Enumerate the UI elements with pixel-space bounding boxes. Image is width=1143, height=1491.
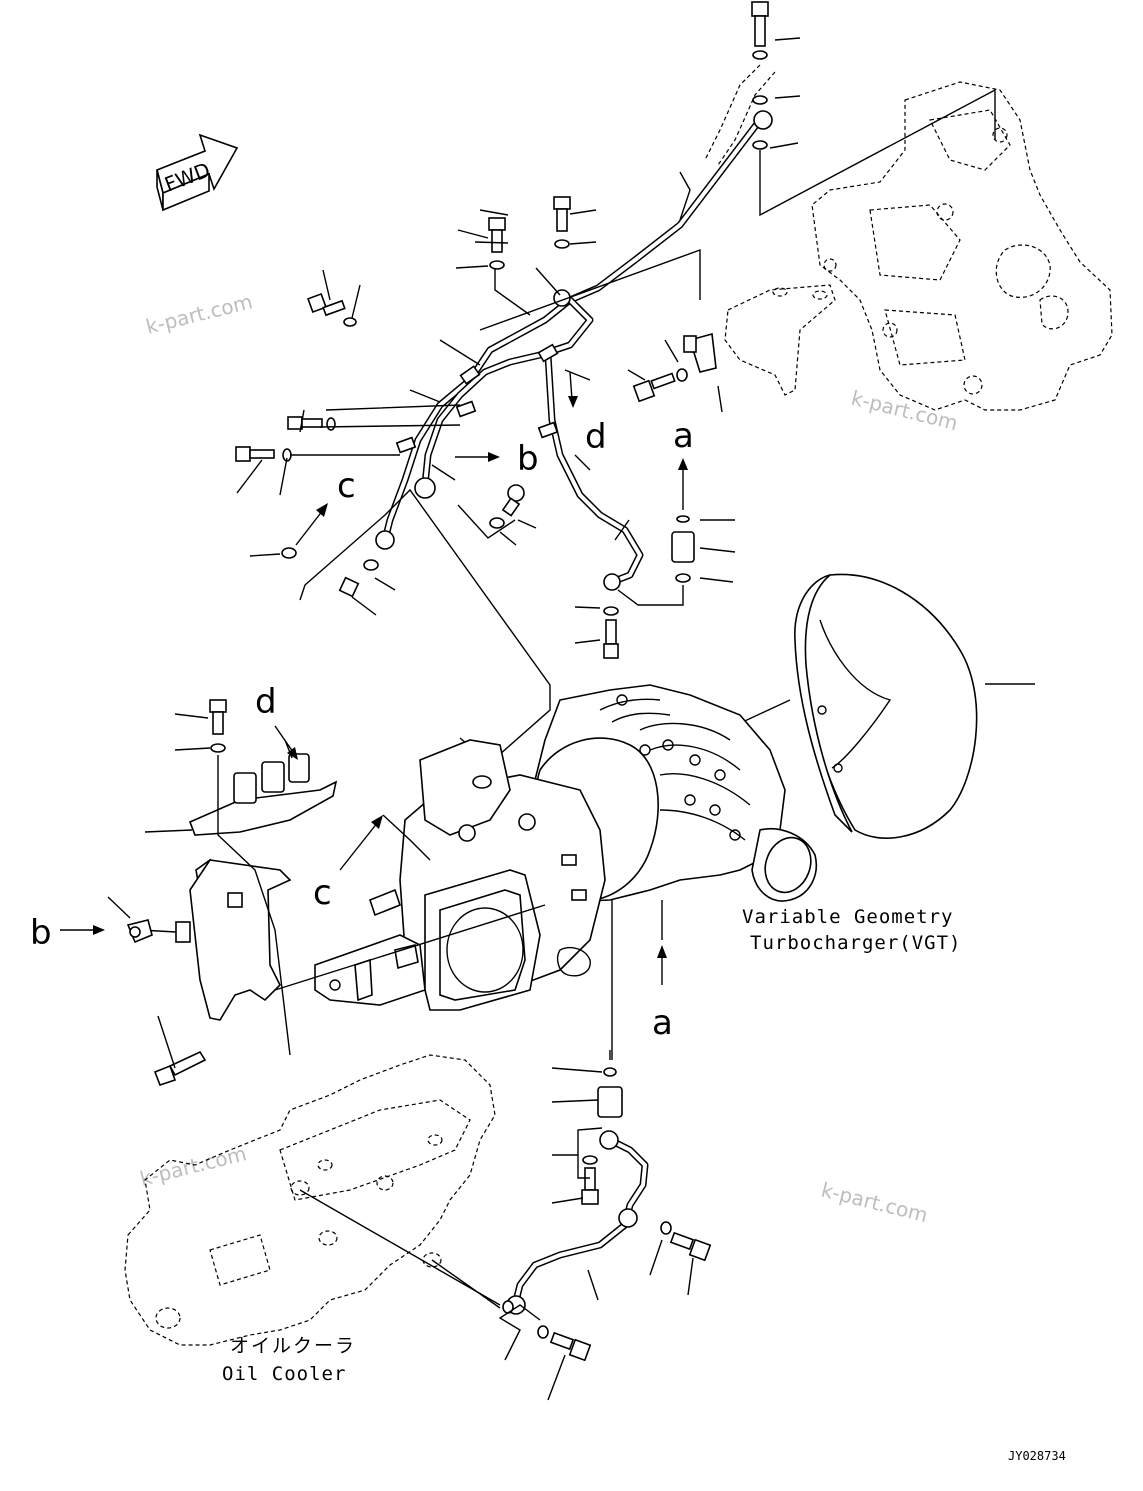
ref-arrow-c-lower — [339, 814, 431, 871]
engine-bracket — [724, 284, 836, 396]
turbocharger — [314, 684, 817, 1011]
upper-oil-pipe — [375, 64, 776, 591]
top-bolt-set — [751, 1, 769, 150]
drawing-code: JY028734 — [1008, 1449, 1066, 1463]
ref-arrow-b-lower — [60, 925, 105, 935]
label-c-upper: c — [337, 466, 356, 506]
leader-lines-lower — [299, 900, 694, 1401]
label-b-lower: b — [30, 913, 52, 953]
label-a-upper: a — [673, 416, 694, 456]
leader-lines-upper — [236, 37, 996, 772]
watermark: k-part.com — [819, 1178, 930, 1228]
engine-block — [811, 81, 1113, 411]
oil-cooler-label-en: Oil Cooler — [222, 1363, 346, 1385]
pipe-clamp — [683, 332, 717, 373]
ref-arrows-upper — [295, 371, 688, 546]
ref-arrow-d-lower — [274, 725, 298, 760]
label-a-lower: a — [652, 1003, 673, 1043]
oil-cooler — [124, 1054, 496, 1346]
fwd-arrow-icon: FWD — [156, 133, 239, 212]
ref-arrow-a-lower — [657, 900, 667, 985]
mounting-bracket — [126, 699, 338, 1087]
watermark: k-part.com — [143, 289, 254, 339]
lower-oil-pipe — [502, 1067, 712, 1362]
vgt-label-line2: Turbocharger(VGT) — [750, 932, 961, 954]
label-d-lower: d — [255, 682, 277, 722]
vgt-label-line1: Variable Geometry — [742, 906, 953, 928]
oil-cooler-label-jp: オイルクーラ — [230, 1335, 356, 1357]
watermark: k-part.com — [849, 386, 960, 436]
label-b-upper: b — [517, 439, 539, 479]
label-c-lower: c — [313, 873, 332, 913]
label-d-upper: d — [585, 417, 607, 457]
